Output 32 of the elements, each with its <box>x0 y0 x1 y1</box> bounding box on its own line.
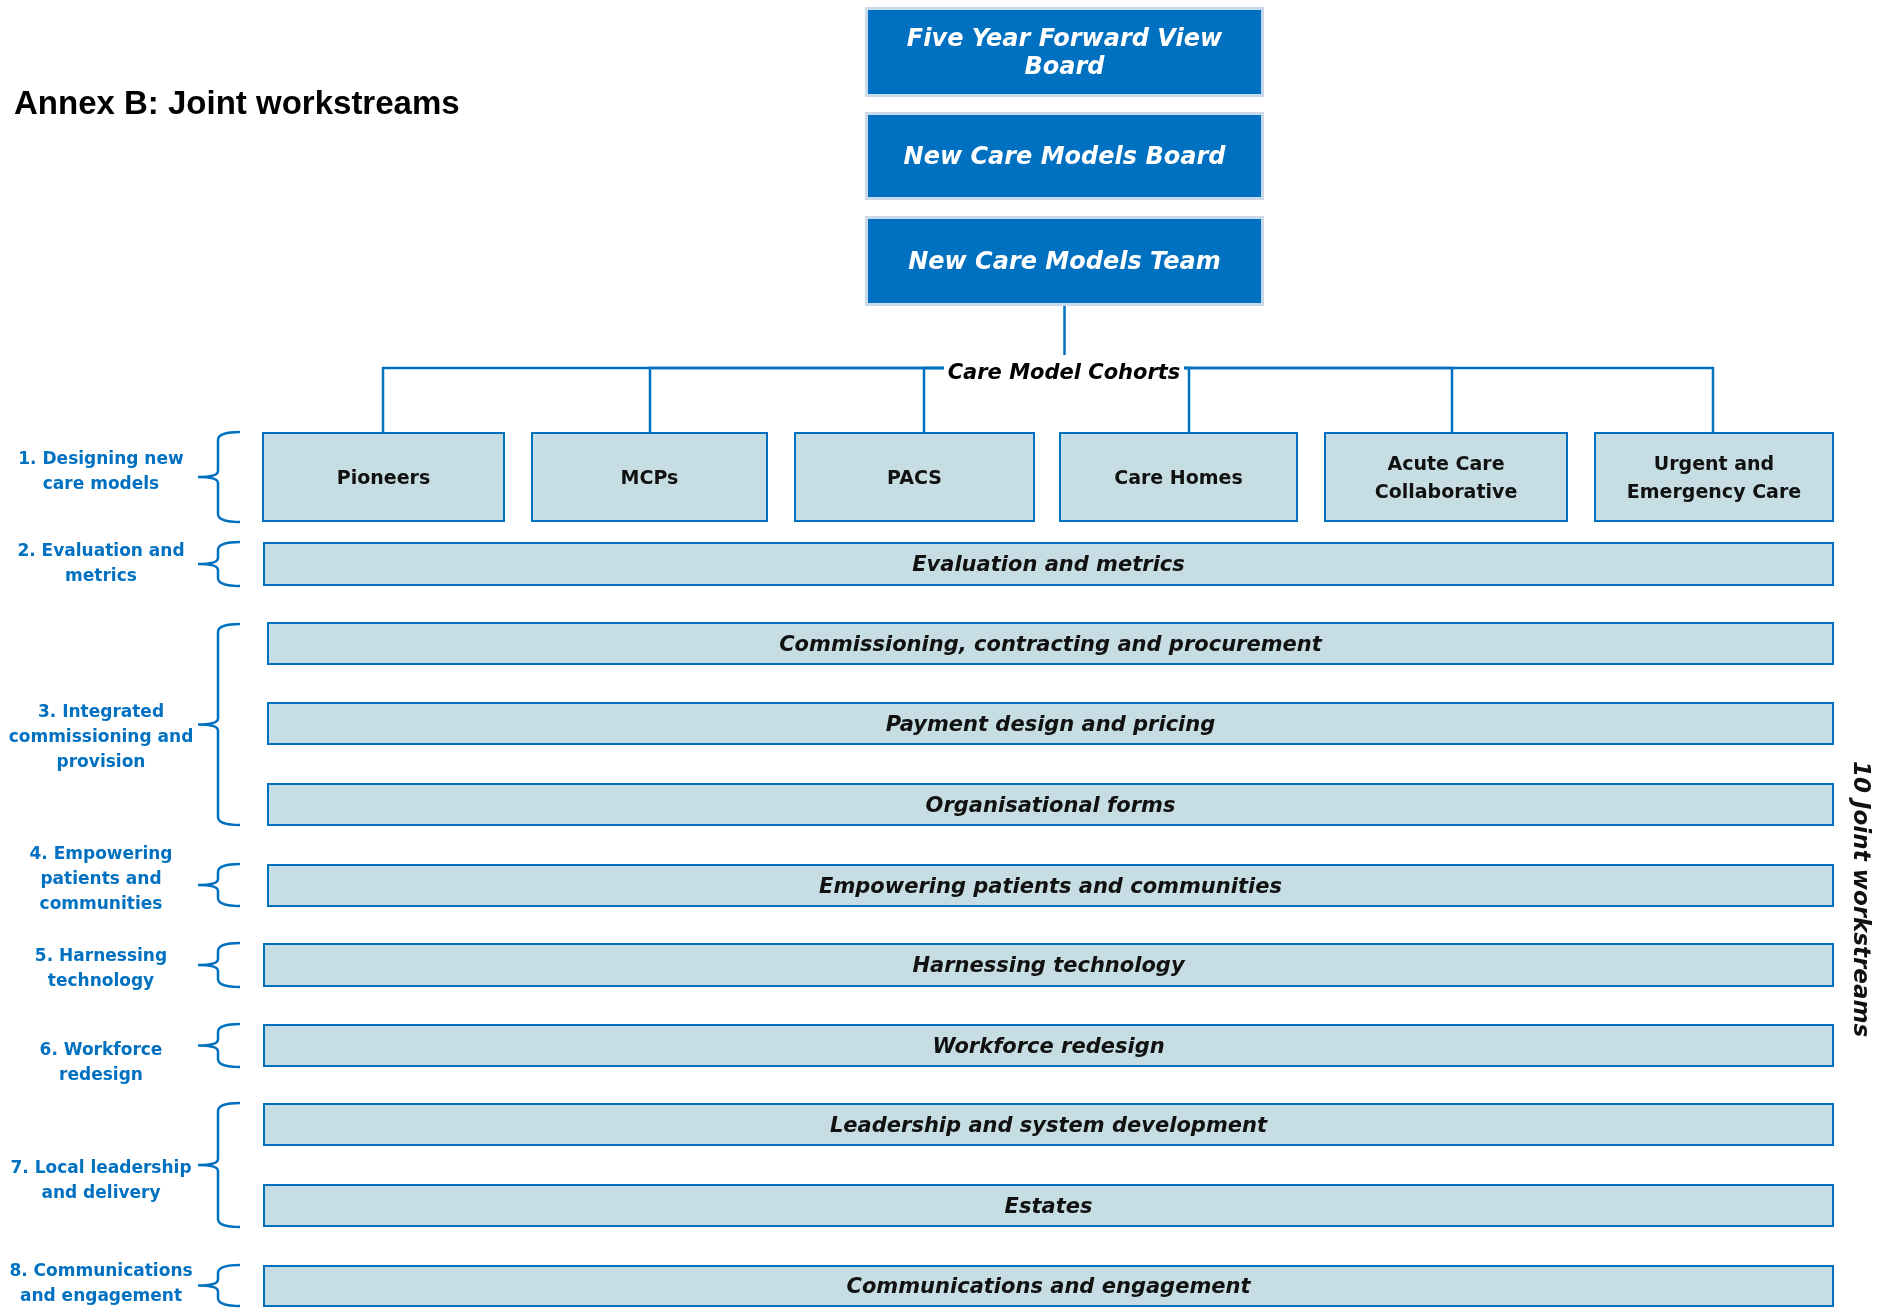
workstream-bar: Commissioning, contracting and procurement <box>267 622 1834 665</box>
workstream-bar: Harnessing technology <box>263 943 1834 987</box>
workstream-bar: Organisational forms <box>267 783 1834 826</box>
workstream-label: 8. Communications and engagement <box>8 1259 194 1307</box>
board-box: Five Year Forward View Board <box>865 7 1264 97</box>
board-box: New Care Models Board <box>865 112 1264 200</box>
workstream-label: 6. Workforce redesign <box>38 1038 164 1086</box>
workstream-bar: Estates <box>263 1184 1834 1227</box>
workstream-label: 2. Evaluation and metrics <box>16 539 186 587</box>
workstream-bar: Communications and engagement <box>263 1265 1834 1307</box>
cohort-box: Urgent and Emergency Care <box>1594 432 1834 522</box>
connector-line <box>1063 306 1066 355</box>
workstream-bar: Leadership and system development <box>263 1103 1834 1146</box>
workstream-label: 7. Local leadership and delivery <box>9 1156 193 1204</box>
page-title: Annex B: Joint workstreams <box>14 84 460 122</box>
workstream-label: 3. Integrated commissioning and provision <box>7 699 195 773</box>
workstream-bar: Payment design and pricing <box>267 702 1834 745</box>
side-label: 10 Joint workstreams <box>1849 759 1875 1040</box>
workstream-label: 5. Harnessing technology <box>33 944 169 992</box>
workstream-bar: Workforce redesign <box>263 1024 1834 1067</box>
board-box: New Care Models Team <box>865 216 1264 306</box>
cohort-box: Care Homes <box>1059 432 1298 522</box>
workstream-bar: Empowering patients and communities <box>267 864 1834 907</box>
cohort-box: Pioneers <box>262 432 505 522</box>
workstream-label: 4. Empowering patients and communities <box>28 841 174 915</box>
cohort-box: MCPs <box>531 432 768 522</box>
workstream-bar: Evaluation and metrics <box>263 542 1834 586</box>
cohort-box: PACS <box>794 432 1035 522</box>
cohort-box: Acute Care Collaborative <box>1324 432 1568 522</box>
workstream-label: 1. Designing new care models <box>17 447 185 495</box>
connector-line <box>922 366 944 432</box>
connector-line <box>1184 366 1715 432</box>
